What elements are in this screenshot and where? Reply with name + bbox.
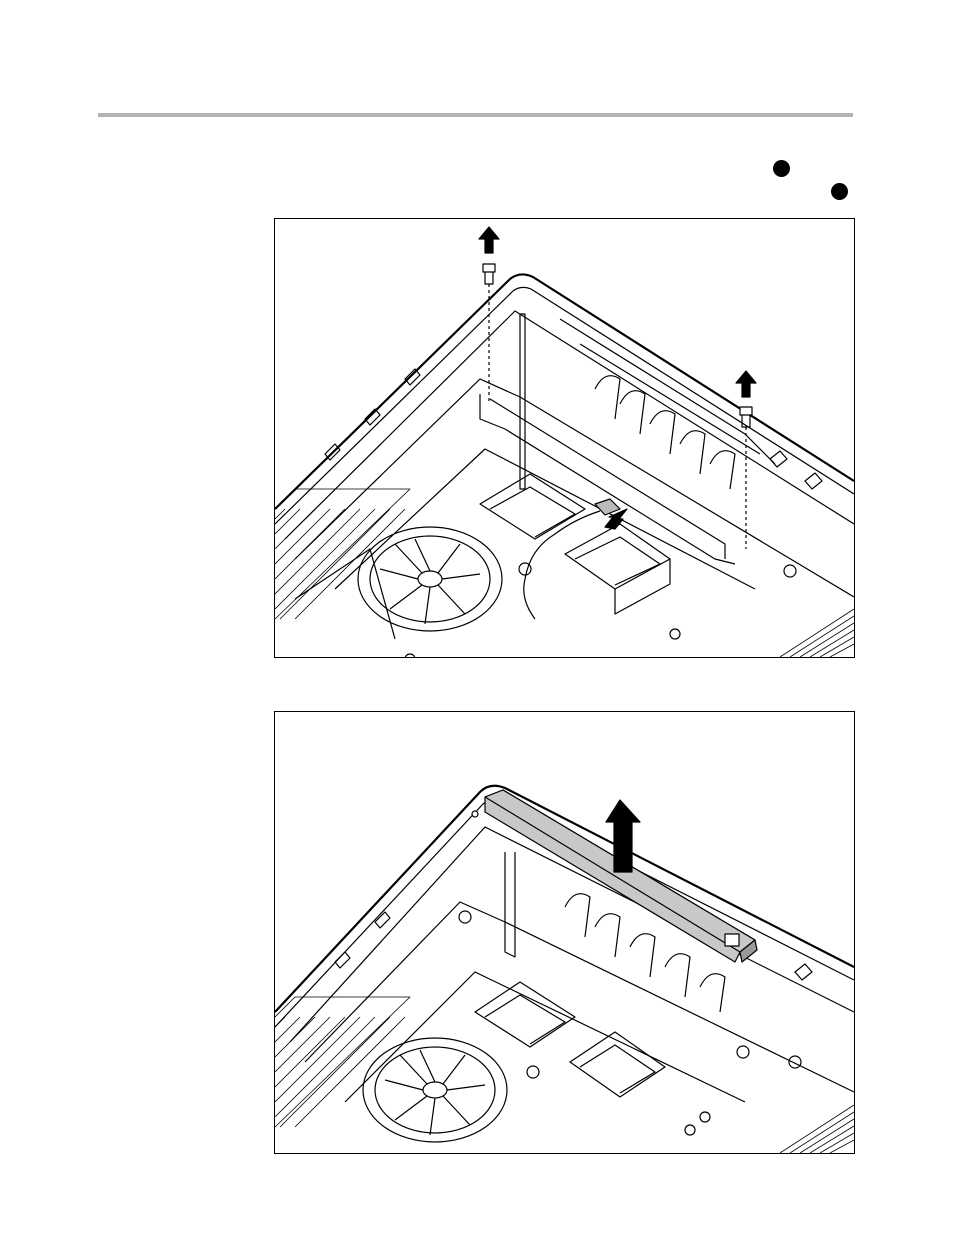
vent-grille [780,609,854,657]
connector-icon [595,499,620,515]
standoffs [527,1046,801,1135]
up-arrow-icon [736,371,756,397]
up-arrow-icon [479,227,499,253]
ribbon-cable [275,489,410,619]
fan-icon [295,527,502,639]
chassis-frame [275,274,854,597]
figure-remove-screws [274,218,855,658]
callout-bullet-2 [831,183,848,200]
header-rule [98,113,853,117]
drive-bays [475,982,665,1097]
standoffs [405,563,796,657]
callout-bullet-1 [773,160,790,177]
fan-icon [363,1038,507,1142]
vent-grille [780,1105,854,1153]
cable [524,511,600,619]
figure-lift-board [274,711,855,1154]
screw-icon [483,264,495,404]
